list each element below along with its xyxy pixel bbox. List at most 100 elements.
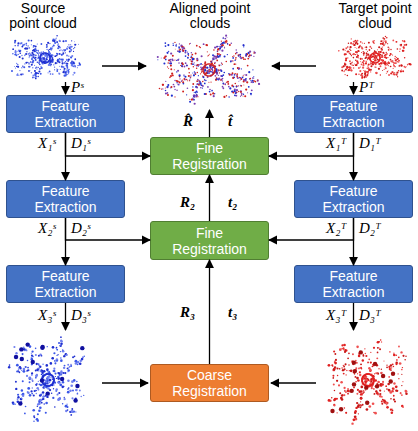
point bbox=[36, 51, 37, 52]
point bbox=[214, 67, 216, 69]
point bbox=[367, 51, 368, 52]
point bbox=[390, 49, 391, 50]
point bbox=[212, 66, 214, 68]
point bbox=[35, 354, 37, 356]
point bbox=[213, 71, 215, 73]
point bbox=[32, 409, 35, 412]
point bbox=[346, 67, 348, 69]
point bbox=[345, 349, 348, 352]
point bbox=[65, 61, 66, 62]
point bbox=[35, 73, 37, 75]
point bbox=[190, 74, 191, 75]
point bbox=[211, 68, 213, 70]
point bbox=[383, 399, 384, 400]
point bbox=[213, 73, 215, 75]
point bbox=[374, 57, 376, 59]
point bbox=[35, 59, 37, 61]
point bbox=[244, 74, 245, 75]
point bbox=[389, 55, 391, 57]
point bbox=[200, 87, 201, 88]
point bbox=[398, 61, 400, 63]
point bbox=[402, 367, 403, 368]
point bbox=[67, 367, 69, 369]
point bbox=[42, 57, 43, 58]
point bbox=[393, 65, 395, 67]
point bbox=[19, 56, 21, 58]
point bbox=[210, 75, 212, 77]
point bbox=[40, 378, 44, 382]
point bbox=[67, 71, 68, 72]
point bbox=[218, 65, 220, 67]
point bbox=[24, 350, 25, 351]
point bbox=[64, 49, 65, 50]
point bbox=[31, 353, 32, 354]
point bbox=[398, 65, 400, 67]
point bbox=[74, 58, 76, 60]
point bbox=[206, 75, 208, 77]
point bbox=[63, 71, 65, 73]
point bbox=[207, 67, 208, 68]
point bbox=[44, 60, 45, 61]
point bbox=[60, 69, 61, 70]
point bbox=[379, 341, 380, 342]
point bbox=[222, 44, 224, 46]
point bbox=[60, 342, 63, 345]
point bbox=[67, 406, 68, 407]
point bbox=[28, 45, 29, 46]
point bbox=[72, 356, 74, 358]
point bbox=[209, 54, 210, 55]
point bbox=[71, 50, 72, 51]
point bbox=[206, 70, 207, 71]
point bbox=[17, 73, 18, 74]
point bbox=[380, 43, 382, 45]
point bbox=[77, 361, 79, 363]
point bbox=[31, 393, 33, 395]
point bbox=[217, 51, 218, 52]
point bbox=[34, 390, 36, 392]
point bbox=[377, 61, 379, 63]
point bbox=[182, 91, 184, 93]
point bbox=[207, 51, 208, 52]
point bbox=[183, 78, 185, 80]
point bbox=[356, 41, 357, 42]
point bbox=[208, 69, 209, 70]
point bbox=[358, 67, 360, 69]
point bbox=[344, 64, 346, 66]
point bbox=[33, 394, 35, 396]
point bbox=[244, 59, 246, 61]
point bbox=[396, 57, 397, 58]
point bbox=[60, 357, 62, 359]
point bbox=[53, 388, 54, 389]
point bbox=[227, 43, 228, 44]
point bbox=[203, 43, 205, 45]
point bbox=[382, 56, 383, 57]
point bbox=[36, 50, 37, 51]
point bbox=[36, 383, 38, 385]
point bbox=[80, 346, 84, 350]
point bbox=[37, 76, 39, 78]
point bbox=[52, 61, 53, 62]
point bbox=[353, 67, 355, 69]
point bbox=[240, 90, 242, 92]
point bbox=[382, 37, 384, 39]
point bbox=[193, 66, 194, 67]
point bbox=[178, 46, 180, 48]
point bbox=[43, 403, 45, 405]
point bbox=[247, 65, 249, 67]
point bbox=[56, 35, 58, 37]
point bbox=[212, 73, 214, 75]
point bbox=[336, 412, 337, 413]
point bbox=[174, 89, 175, 90]
point bbox=[72, 64, 74, 66]
point bbox=[198, 75, 199, 76]
point bbox=[31, 40, 33, 42]
point bbox=[164, 56, 166, 58]
point bbox=[25, 47, 26, 48]
point bbox=[47, 58, 49, 60]
point bbox=[44, 62, 46, 64]
point bbox=[50, 49, 51, 50]
point bbox=[205, 72, 207, 74]
point bbox=[50, 384, 52, 386]
point bbox=[65, 410, 67, 412]
point bbox=[356, 377, 359, 380]
